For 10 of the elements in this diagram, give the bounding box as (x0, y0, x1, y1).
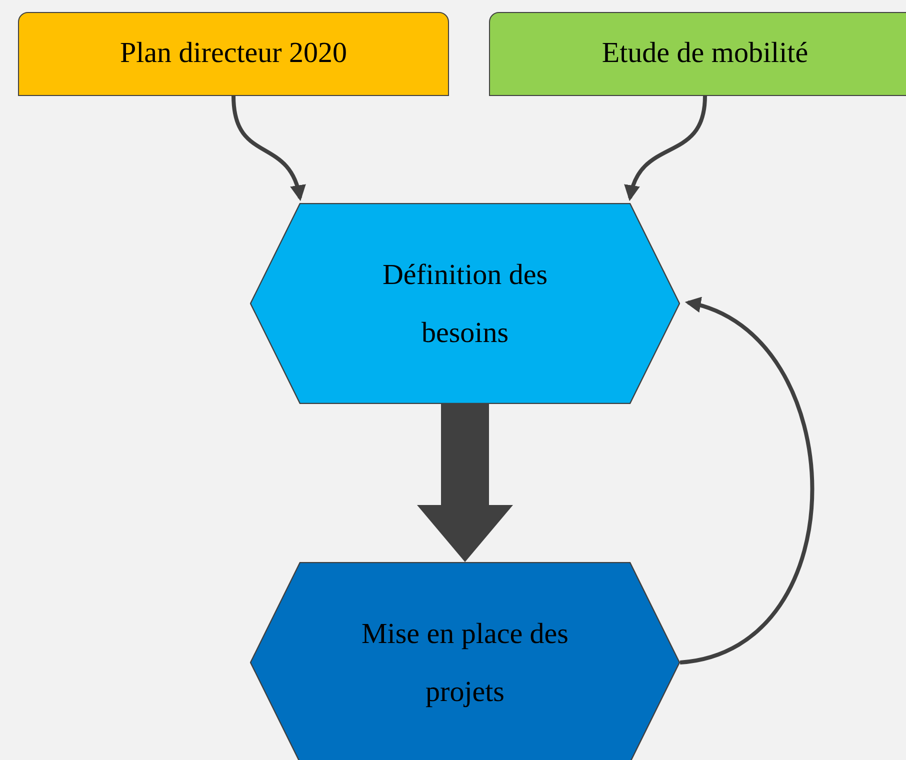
arrow (232, 96, 305, 202)
node-label: Définition des besoins (381, 258, 549, 350)
hexagon-shape (250, 203, 680, 404)
label-tab: Plan directeur 2020 (18, 12, 449, 96)
node-label: Mise en place des projets (360, 616, 570, 710)
arrow (680, 299, 814, 664)
label-tab: Etude de mobilité (489, 12, 906, 96)
arrow (625, 96, 707, 202)
block-arrow (417, 404, 513, 562)
hexagon-shape (250, 562, 680, 760)
